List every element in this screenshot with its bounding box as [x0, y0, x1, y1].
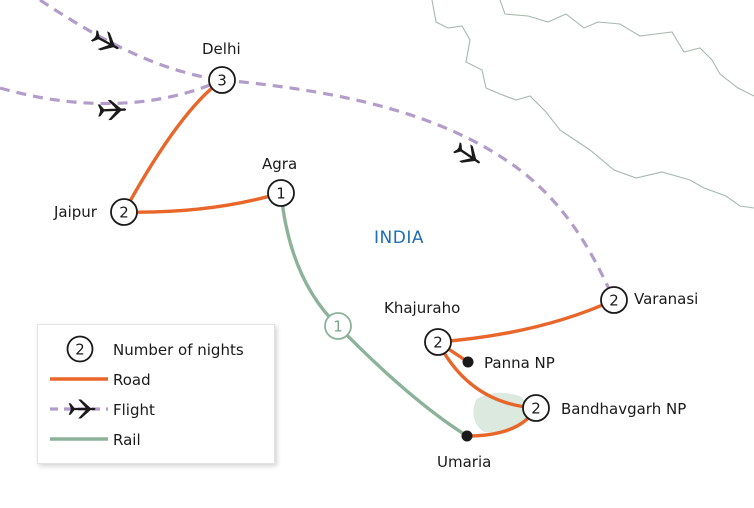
agra-nights-marker: 1: [267, 179, 295, 207]
country-border: [431, 0, 754, 209]
flight-route-west: [0, 78, 223, 106]
legend-row-nights: 2 Number of nights: [38, 335, 274, 363]
plane-icon: [450, 138, 486, 172]
label-jaipur: Jaipur: [54, 203, 97, 221]
stop-dot-icon: [462, 356, 474, 368]
legend-row-rail: Rail: [38, 425, 274, 453]
legend-row-flight: Flight: [38, 395, 274, 423]
agra-nights: 1: [276, 185, 286, 203]
label-khajuraho: Khajuraho: [384, 299, 461, 317]
road-khajuraho-varanasi: [436, 298, 616, 344]
label-bandhavgarh: Bandhavgarh NP: [561, 400, 687, 418]
jaipur-nights: 2: [119, 204, 129, 222]
delhi-nights: 3: [217, 72, 227, 90]
road-khajuraho-bandhavgarh: [436, 340, 538, 410]
label-panna: Panna NP: [484, 354, 555, 372]
flight-routes: [0, 0, 616, 301]
road-line-icon: [50, 377, 108, 381]
road-delhi-jaipur: [122, 78, 224, 214]
label-varanasi: Varanasi: [634, 290, 699, 308]
plane-icon: [68, 399, 96, 419]
khajuraho-nights-marker: 2: [424, 328, 452, 356]
label-agra: Agra: [262, 155, 298, 173]
road-jaipur-agra: [122, 191, 283, 214]
label-delhi: Delhi: [202, 40, 241, 58]
jaipur-nights-marker: 2: [110, 198, 138, 226]
bandhavgarh-nights: 2: [531, 400, 541, 418]
legend-row-road: Road: [38, 365, 274, 393]
rail-nights: 1: [333, 318, 343, 336]
legend-nights-sample: 2: [75, 341, 85, 359]
rail-line-icon: [50, 437, 108, 441]
bandhavgarh-park-area: [473, 392, 528, 433]
flight-line-icon: [50, 399, 108, 419]
night-count-circle-icon: 2: [66, 335, 94, 363]
varanasi-nights: 2: [609, 292, 619, 310]
legend-flight-label: Flight: [113, 401, 155, 419]
legend-road-label: Road: [113, 371, 151, 389]
varanasi-nights-marker: 2: [600, 286, 628, 314]
bandhavgarh-nights-marker: 2: [522, 394, 550, 422]
country-label: INDIA: [374, 228, 424, 248]
legend-nights-label: Number of nights: [113, 341, 244, 359]
khajuraho-nights: 2: [433, 334, 443, 352]
flight-route-varanasi: [221, 78, 616, 301]
stop-dot-icon: [461, 430, 473, 442]
legend-rail-label: Rail: [113, 431, 141, 449]
label-umaria: Umaria: [437, 453, 492, 471]
flight-route-north: [39, 0, 223, 82]
plane-icon: [88, 26, 124, 58]
rail-nights-marker: 1: [324, 312, 352, 340]
map-legend: 2 Number of nights Road Flight Rail: [37, 324, 275, 464]
delhi-nights-marker: 3: [208, 66, 236, 94]
